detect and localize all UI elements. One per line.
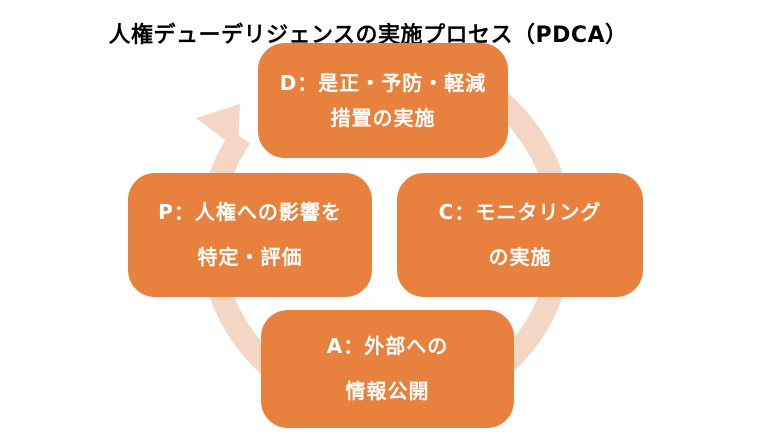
step-act-line1: A：外部への — [326, 334, 449, 358]
step-check-line2: の実施 — [488, 245, 552, 269]
pdca-step-act: A：外部への 情報公開 — [261, 310, 514, 428]
step-do-line2: 措置の実施 — [330, 105, 436, 130]
step-do-line1: D：是正・予防・軽減 — [279, 70, 487, 95]
step-check-line1: C：モニタリング — [438, 200, 602, 224]
step-act-line2: 情報公開 — [345, 379, 430, 403]
pdca-step-plan: P：人権への影響を 特定・評価 — [128, 173, 372, 297]
step-plan-line2: 特定・評価 — [197, 245, 303, 269]
pdca-step-check: C：モニタリング の実施 — [397, 173, 643, 297]
pdca-step-do: D：是正・予防・軽減 措置の実施 — [258, 43, 508, 158]
step-plan-line1: P：人権への影響を — [158, 200, 342, 224]
cycle-arrowhead-icon — [196, 104, 240, 150]
